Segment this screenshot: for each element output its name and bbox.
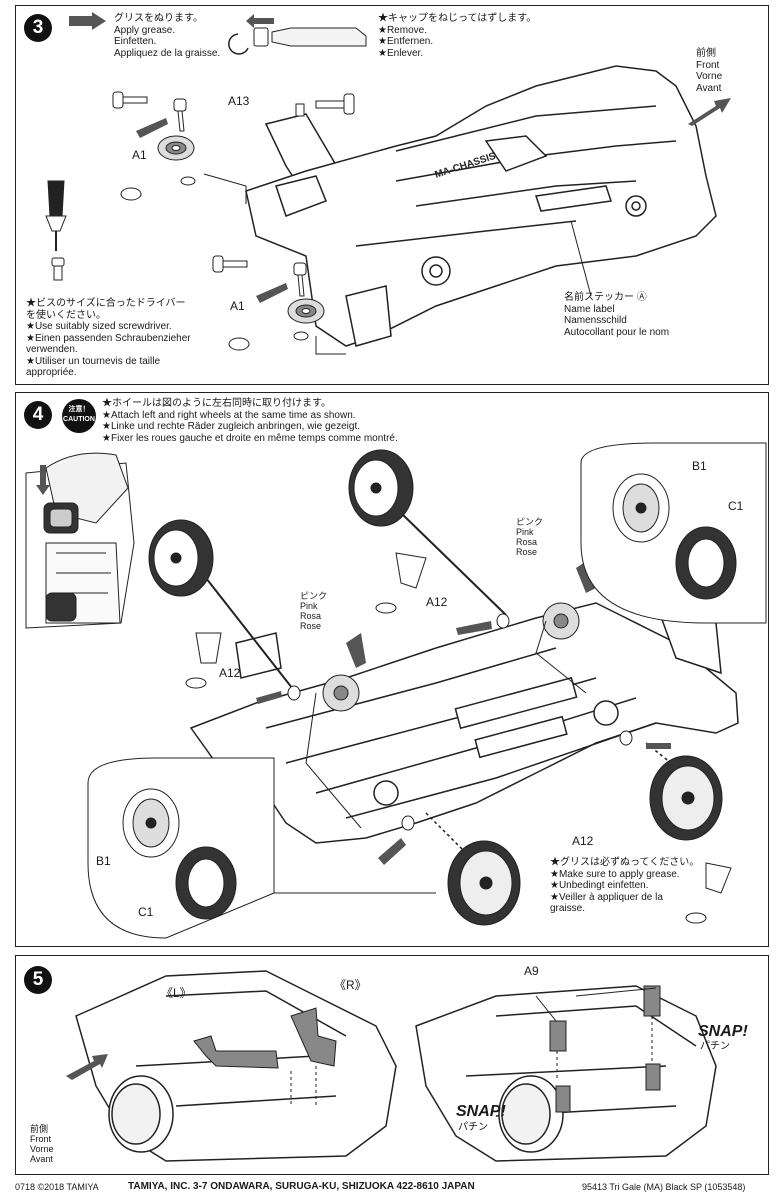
right-bracket-label: 《R》 <box>334 978 367 992</box>
front-direction-label: 前側 Front Vorne Avant <box>696 48 723 94</box>
company-address: TAMIYA, INC. 3-7 ONDAWARA, SURUGA-KU, SH… <box>128 1181 475 1192</box>
part-label-a1: A1 <box>132 148 147 162</box>
chassis-right-view <box>415 985 717 1162</box>
front-arrow-icon <box>688 98 731 126</box>
part-label-a1: A1 <box>230 299 245 313</box>
grease-arrow-icon <box>256 691 282 704</box>
screw-group-bottom <box>212 255 307 297</box>
axle <box>205 577 297 694</box>
guide-line <box>203 173 247 204</box>
bracket-a9 <box>643 985 661 1017</box>
guide-line <box>305 692 362 829</box>
grease-arrow-icon <box>646 743 671 749</box>
front-arrow-icon <box>66 1054 108 1080</box>
bracket-r <box>290 1007 337 1067</box>
step-4-diagram <box>25 442 767 939</box>
screwdriver-icon <box>45 180 67 281</box>
grease-note: ★グリスは必ずぬってください。 ★Make sure to apply grea… <box>550 857 700 914</box>
part-label-a13: A13 <box>228 94 250 108</box>
washer <box>180 176 196 186</box>
left-bracket-label: 《L》 <box>161 986 192 1000</box>
screw-head <box>343 93 355 115</box>
wheel-inset-bottom <box>87 757 275 939</box>
pink-gear-label: ピンク Pink Rosa Rose <box>516 517 544 557</box>
wheel-front-left <box>348 449 414 527</box>
step-3-diagram: MA-CHASSIS <box>45 12 731 355</box>
step-4-panel: 4 注意！ CAUTION ★ホイールは図のように左右同時に取り付けます。 ★A… <box>15 392 769 947</box>
leader-line <box>570 220 592 297</box>
snap-label-jp: パチン <box>700 1041 730 1052</box>
grease-tube <box>271 27 367 47</box>
step-number: 3 <box>24 14 52 42</box>
part-label-a12: A12 <box>572 834 594 848</box>
washer <box>120 187 142 201</box>
wheel-rear-right <box>447 840 521 926</box>
bracket-l <box>193 1035 279 1069</box>
step-number: 4 <box>24 401 52 429</box>
screw <box>315 100 349 109</box>
part-label-c1: C1 <box>138 905 154 919</box>
gear-pink <box>322 602 580 712</box>
wheel-rear-left <box>148 519 214 597</box>
hand-inset <box>25 452 135 629</box>
wheel-instruction: ★ホイールは図のように左右同時に取り付けます。 ★Attach left and… <box>102 398 398 444</box>
remove-arrow-icon <box>246 14 274 28</box>
grease-instruction: グリスをぬります。 Apply grease. Einfetten. Appli… <box>114 13 221 59</box>
bracket-a9-installed <box>645 1063 661 1091</box>
part-label-b1: B1 <box>96 854 111 868</box>
guide-line <box>535 620 587 694</box>
part-label-a12: A12 <box>219 666 241 680</box>
pink-gear-label: ピンク Pink Rosa Rose <box>300 591 328 631</box>
pulley-a1-top <box>157 135 195 161</box>
copyright: 0718 ©2018 TAMIYA <box>15 1182 99 1192</box>
guide-line <box>315 336 346 355</box>
step-5-diagram <box>66 970 717 1162</box>
bracket-a9-installed <box>555 1085 571 1113</box>
screwdriver-instruction: ★ビスのサイズに合ったドライバー を使いください。 ★Use suitably … <box>26 298 191 378</box>
grease-arrow-icon <box>69 12 106 30</box>
part-label-c1: C1 <box>728 499 744 513</box>
down-arrow-icon <box>36 465 50 495</box>
part-label-b1: B1 <box>692 459 707 473</box>
screw <box>295 103 305 117</box>
washer <box>293 331 309 341</box>
bearing-a12 <box>619 730 633 746</box>
front-direction-label: 前側 Front Vorne Avant <box>30 1124 54 1164</box>
pulley-a1-bottom <box>287 298 325 324</box>
bracket-a9 <box>549 1020 567 1052</box>
grease-arrow-icon <box>136 118 168 138</box>
snap-label-jp: パチン <box>458 1122 488 1133</box>
guide-line <box>556 1016 653 1081</box>
washer <box>228 337 250 351</box>
bearing-a12 <box>496 613 510 629</box>
name-label-callout: 名前ステッカー Ⓐ Name label Namensschild Autoco… <box>564 292 670 338</box>
bearing-a12 <box>287 685 301 701</box>
grease-tube-icon <box>185 552 732 924</box>
twist-arrow-icon <box>228 33 249 55</box>
axle <box>400 512 507 616</box>
caution-badge: 注意！ CAUTION <box>62 399 96 433</box>
grease-arrow-icon <box>256 283 288 303</box>
step-3-panel: 3 <box>15 5 769 385</box>
snap-label: SNAP! <box>456 1103 506 1120</box>
product-code: 95413 Tri Gale (MA) Black SP (1053548) <box>582 1182 746 1192</box>
bearing-a12 <box>401 815 415 831</box>
grease-cap <box>253 27 269 47</box>
wheel-inset-top <box>580 442 767 624</box>
step-5-panel: 5 《L》 《R》 A9 SN <box>15 955 769 1175</box>
part-label-a9: A9 <box>524 964 539 978</box>
screw-group-top <box>112 91 187 132</box>
snap-label: SNAP! <box>698 1023 748 1040</box>
step-number: 5 <box>24 966 52 994</box>
grease-arrow-icon <box>346 633 366 668</box>
wheel-front-right <box>649 755 723 841</box>
leader-line <box>535 987 657 1022</box>
part-label-a12: A12 <box>426 595 448 609</box>
chassis <box>245 65 717 347</box>
remove-cap-instruction: ★キャップをねじってはずします。 ★Remove. ★Entfernen. ★E… <box>378 13 537 59</box>
grease-arrow-icon <box>456 621 492 635</box>
grease-arrow-icon <box>378 838 406 865</box>
